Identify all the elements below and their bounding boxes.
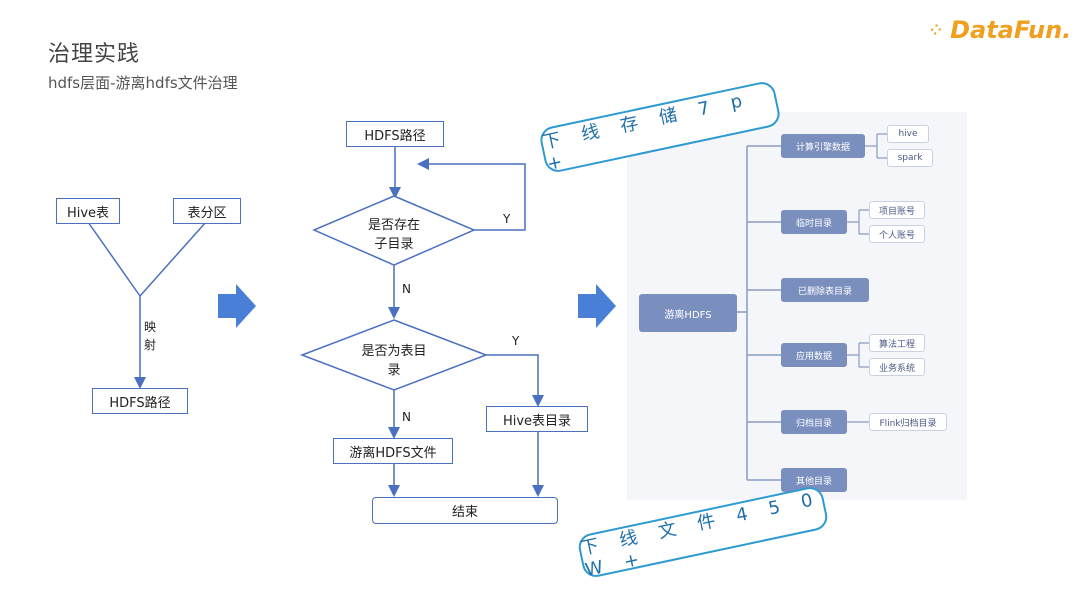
page-subtitle: hdfs层面-游离hdfs文件治理	[48, 74, 238, 92]
flow-start-box: HDFS路径	[346, 121, 444, 147]
leaf-personal-account: 个人账号	[869, 225, 925, 243]
leaf-flink-archive: Flink归档目录	[869, 413, 947, 431]
logo-dots-icon: ⁘	[930, 23, 942, 39]
decision1-no-label: N	[402, 282, 411, 296]
hive-table-box: Hive表	[56, 198, 120, 224]
mindmap-root: 游离HDFS	[639, 294, 737, 332]
branch-compute-engine: 计算引擎数据	[781, 134, 865, 158]
leaf-spark: spark	[887, 149, 933, 167]
page-title: 治理实践	[48, 42, 141, 67]
leaf-hive: hive	[887, 125, 929, 143]
hdfs-path-box: HDFS路径	[92, 388, 188, 414]
mindmap-lines	[737, 133, 887, 481]
mindmap-panel: 游离HDFS 计算引擎数据 hive spark 临时目录 项目账号 个人账号 …	[627, 112, 967, 500]
branch-app-data: 应用数据	[781, 343, 847, 367]
decision2-yes-label: Y	[512, 334, 520, 348]
orphan-file-box: 游离HDFS文件	[333, 438, 453, 464]
right-arrow-icon-1	[218, 284, 256, 328]
decision1-text: 是否存在 子目录	[367, 218, 420, 252]
mapping-label: 映 射	[144, 320, 157, 352]
decision2-text: 是否为表目 录	[361, 344, 427, 378]
leaf-project-account: 项目账号	[869, 201, 925, 219]
leaf-algorithm-engineering: 算法工程	[869, 334, 925, 352]
branch-deleted-table-dir: 已删除表目录	[781, 278, 869, 302]
branch-archive-dir: 归档目录	[781, 410, 847, 434]
logo-text: DataFun.	[950, 16, 1072, 44]
flow-end-box: 结束	[372, 497, 558, 524]
right-arrow-icon-2	[578, 284, 616, 328]
datafun-logo: ⁘ DataFun.	[930, 16, 1071, 44]
decision2-no-label: N	[402, 410, 411, 424]
decision1-yes-label: Y	[503, 212, 511, 226]
table-partition-box: 表分区	[173, 198, 241, 224]
branch-temp-dir: 临时目录	[781, 210, 847, 234]
leaf-business-system: 业务系统	[869, 358, 925, 376]
hive-dir-box: Hive表目录	[486, 406, 588, 432]
